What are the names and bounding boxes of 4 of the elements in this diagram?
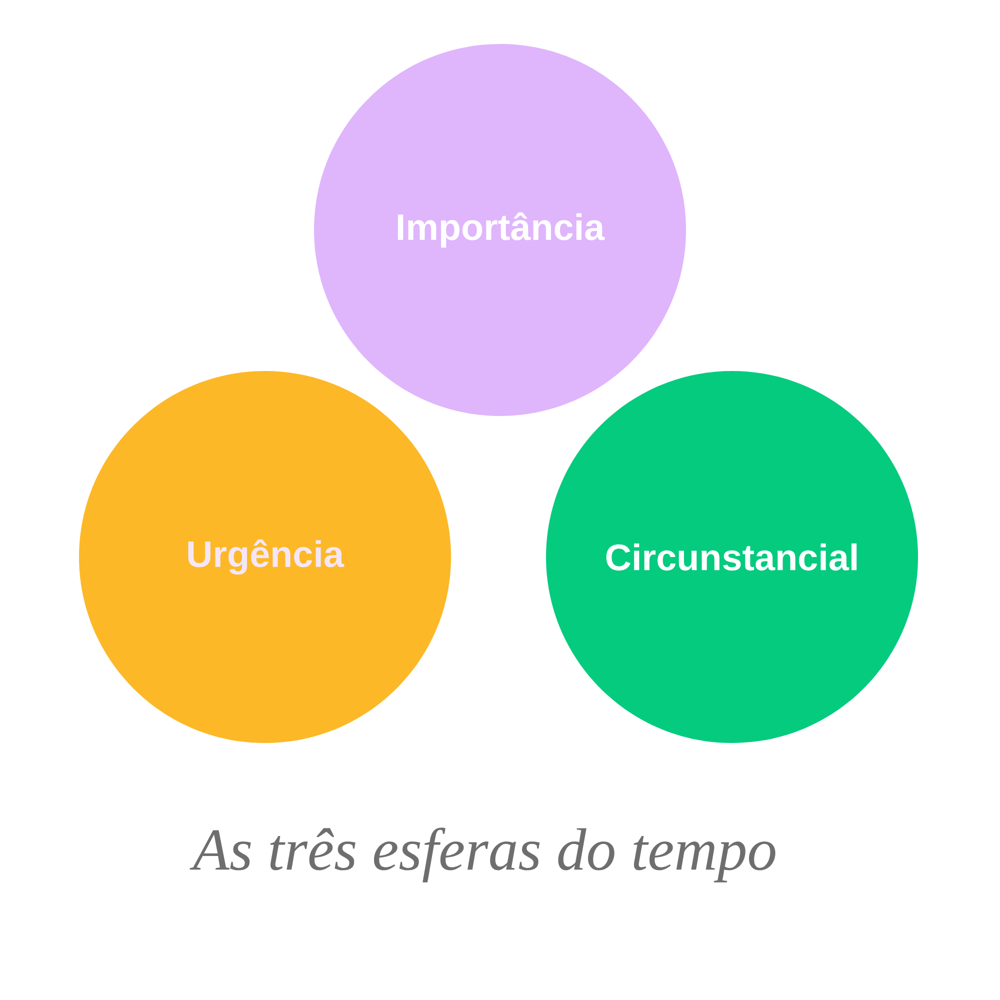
title: As três esferas do tempo: [190, 828, 776, 882]
circle-node: Importância: [314, 44, 686, 416]
circle-node: Urgência: [79, 371, 451, 743]
circle-node: Circunstancial: [546, 371, 918, 743]
